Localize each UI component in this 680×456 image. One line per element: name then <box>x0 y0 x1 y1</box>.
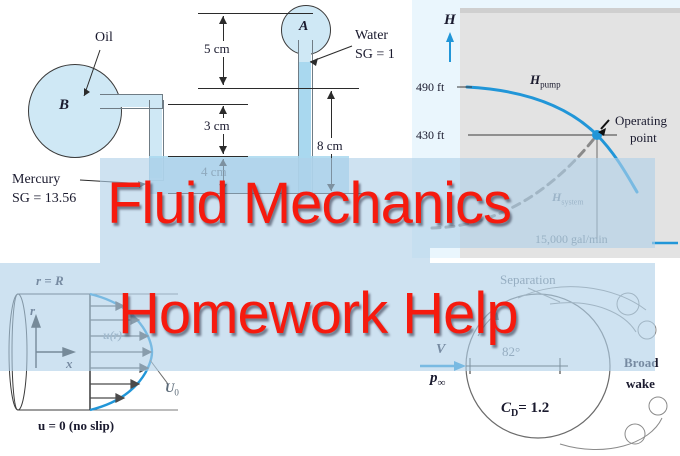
hpump-subscript: pump <box>540 79 561 90</box>
cd-subscript: D <box>511 408 519 419</box>
curve-label-hpump: Hpump <box>530 72 561 90</box>
cd-value: = 1.2 <box>518 400 550 416</box>
datum-line-8cm-top <box>311 88 359 89</box>
operating-point-label-line2: point <box>630 130 657 145</box>
label-no-slip: u = 0 (no slip) <box>38 418 115 433</box>
tube-b-outline <box>100 94 163 109</box>
p-symbol: p <box>430 370 438 386</box>
operating-point-label-line1: Operating <box>615 113 667 128</box>
ytick-490: 490 ft <box>416 80 445 94</box>
label-freestream-pressure: p∞ <box>430 370 445 389</box>
oil-label: Oil <box>95 30 113 45</box>
title-line-2: Homework Help <box>118 281 519 346</box>
vessel-b-circle <box>28 64 122 158</box>
hpump-symbol: H <box>530 72 541 87</box>
mercury-label: Mercury <box>12 172 61 187</box>
dim-label-8cm: 8 cm <box>314 138 346 154</box>
mercury-sg-label: SG = 13.56 <box>12 191 77 206</box>
label-drag-coefficient: CD= 1.2 <box>501 400 549 419</box>
overlay-band-lower <box>100 248 430 263</box>
dim-label-3cm: 3 cm <box>201 118 233 134</box>
datum-line-3cm-top <box>168 104 248 105</box>
tube-a-water-column <box>298 30 311 62</box>
label-u0: U0 <box>165 380 179 398</box>
vessel-a-label: A <box>299 19 309 34</box>
overlay-band-upper-right <box>415 158 655 248</box>
datum-line-mid <box>198 88 358 89</box>
water-sg-label: SG = 1 <box>355 47 395 62</box>
overlay-band-upper <box>100 158 415 248</box>
label-wake: wake <box>626 376 655 391</box>
chart-top-bar <box>460 8 680 13</box>
tube-b-horizontal <box>100 94 162 107</box>
water-label: Water <box>355 28 389 43</box>
datum-line-top <box>198 13 313 14</box>
vessel-b-label: B <box>59 97 70 113</box>
p-infinity-subscript: ∞ <box>437 377 446 389</box>
axis-label-h: H <box>444 12 456 28</box>
u0-subscript: 0 <box>174 387 179 398</box>
title-line-1: Fluid Mechanics <box>107 171 512 236</box>
dim-label-5cm: 5 cm <box>201 41 233 57</box>
overlay-band-main <box>0 263 655 371</box>
ytick-430: 430 ft <box>416 128 445 142</box>
u0-symbol: U <box>165 380 175 395</box>
datum-line-3cm-bot <box>168 156 248 157</box>
cd-symbol: C <box>501 400 512 416</box>
